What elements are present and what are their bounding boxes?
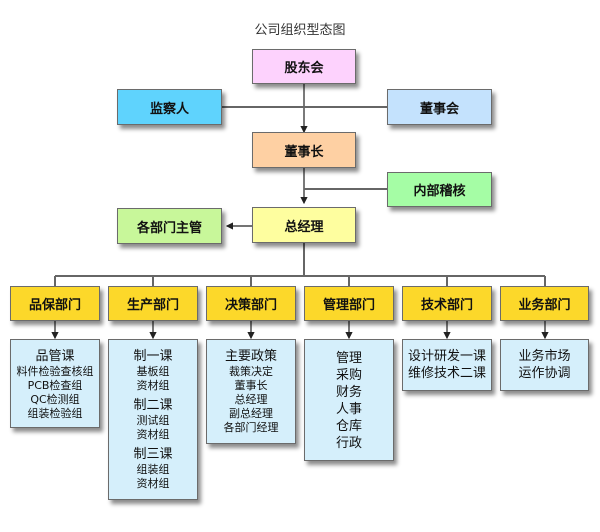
supervisor-label: 监察人 [149,101,189,117]
internal-audit-box: 内部稽核 [387,172,492,207]
dept-box-quality: 品保部门 [10,286,100,321]
sub-item: 运作协调 [518,366,571,381]
dept-label: 技术部门 [420,298,473,313]
sub-item: 总经理 [234,393,268,406]
board-box: 董事会 [387,89,492,125]
sub-item: 财务 [335,385,362,400]
sub-item: 资材组 [136,379,170,392]
sub-item: 人事 [335,402,362,417]
chairman-box: 董事长 [252,132,356,168]
page-title: 公司组织型态图 [254,23,346,38]
dept-heads-box: 各部门主管 [117,208,222,244]
sub-item: 资材组 [136,477,170,490]
dept-box-management: 管理部门 [304,286,394,321]
sub-head: 制一课 [133,349,173,364]
dept-label: 管理部门 [322,298,375,313]
sub-item: 各部门经理 [223,421,279,434]
dept-heads-label: 各部门主管 [136,220,202,236]
sub-item: 裁策决定 [229,365,273,378]
sub-item: 组装组 [136,463,170,476]
sub-item: 业务市场 [518,349,571,364]
quality-sub-box: 品管课 料件检验查核组 PCB检查组 QC检测组 组装检验组 [10,339,100,428]
general-manager-label: 总经理 [284,219,324,235]
sub-item: 资材组 [136,428,170,441]
board-label: 董事会 [419,101,459,117]
dept-box-production: 生产部门 [108,286,198,321]
sub-item: 组装检验组 [27,407,83,420]
sub-item: 仓库 [335,419,362,434]
sub-item: 测试组 [136,414,170,427]
sub-head: 主要政策 [224,349,277,364]
sub-head: 制三课 [133,447,173,462]
decision-sub-box: 主要政策 裁策决定 董事长 总经理 副总经理 各部门经理 [206,339,296,444]
sub-item: 维修技术二课 [407,366,486,381]
dept-label: 业务部门 [518,298,571,313]
management-sub-box: 管理 采购 财务 人事 仓库 行政 [304,339,394,461]
dept-label: 品保部门 [28,298,81,313]
chairman-label: 董事长 [284,144,324,160]
sub-item: 行政 [335,436,362,451]
production-sub-box: 制一课 基板组 资材组 制二课 测试组 资材组 制三课 组装组 资材组 [108,339,198,500]
dept-box-decision: 决策部门 [206,286,296,321]
sub-item: 采购 [335,368,362,383]
supervisor-box: 监察人 [117,89,222,125]
technology-sub-box: 设计研发一课 维修技术二课 [402,339,492,391]
sub-item: QC检测组 [30,393,80,406]
dept-label: 生产部门 [126,298,179,313]
dept-box-business: 业务部门 [500,286,589,321]
dept-box-technology: 技术部门 [402,286,492,321]
sub-item: PCB检查组 [27,379,83,392]
shareholders-box: 股东会 [252,49,356,84]
sub-item: 基板组 [136,365,170,378]
sub-head: 制二课 [133,398,173,413]
dept-label: 决策部门 [224,298,277,313]
sub-head: 品管课 [35,349,75,364]
sub-item: 董事长 [234,379,268,392]
sub-item: 管理 [335,351,362,366]
general-manager-box: 总经理 [252,207,356,243]
sub-item: 料件检验查核组 [16,365,94,378]
internal-audit-label: 内部稽核 [413,184,466,199]
sub-item: 设计研发一课 [407,349,486,364]
shareholders-label: 股东会 [284,61,324,76]
business-sub-box: 业务市场 运作协调 [500,339,589,391]
sub-item: 副总经理 [229,407,273,420]
